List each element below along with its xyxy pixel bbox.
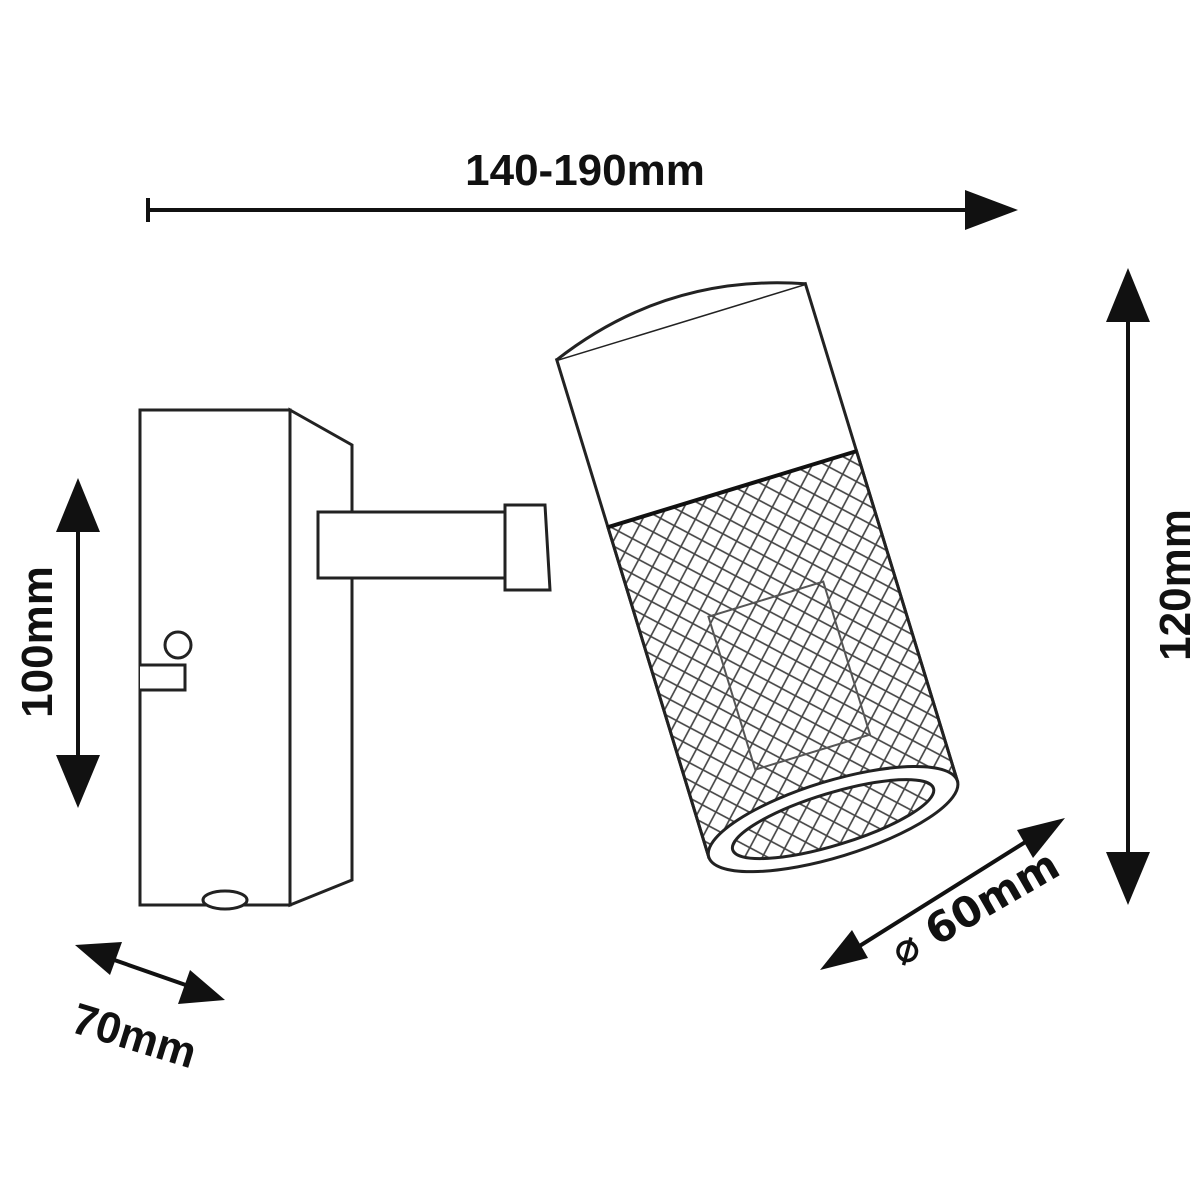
width-label: 140-190mm <box>465 146 705 195</box>
depth-label: 70mm <box>66 994 202 1078</box>
spot-head <box>554 281 960 874</box>
width-arrow <box>146 190 1018 230</box>
lamp-arm <box>316 503 552 592</box>
plate-height-label: 100mm <box>13 566 62 718</box>
diameter-arrow <box>820 818 1065 970</box>
depth-arrow <box>75 942 225 1004</box>
height-label: 120mm <box>1151 509 1200 661</box>
height-arrow <box>1106 268 1150 905</box>
wall-plate <box>138 407 354 911</box>
plate-height-arrow <box>56 478 100 808</box>
